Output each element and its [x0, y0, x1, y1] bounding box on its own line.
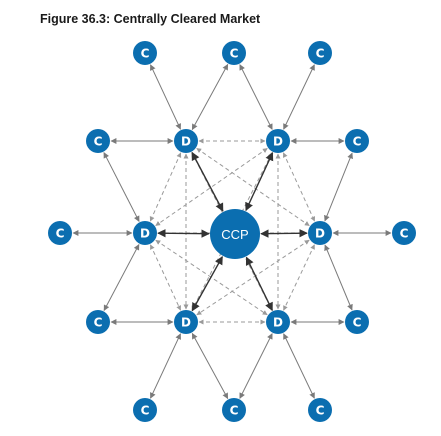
ccp-node-label: CCP: [221, 227, 248, 242]
dealer-node-d6-circle: [266, 310, 290, 334]
client-link-c1-d1: [150, 64, 181, 130]
ccp-link-d2: [245, 152, 274, 212]
client-link-c11-d6: [239, 333, 273, 399]
client-node-c10-label: C: [141, 404, 150, 418]
dealer-link-d1-d3: [149, 152, 182, 222]
dealer-link-d4-d5: [196, 239, 310, 316]
client-link-c11-d5: [191, 332, 229, 400]
ccp-link-d6: [245, 256, 273, 312]
dealer-link-d3-d6: [155, 239, 268, 316]
dealer-node-d1: D: [174, 129, 198, 153]
client-node-c11-circle: [222, 398, 246, 422]
dealer-node-d4: D: [308, 221, 332, 245]
dealer-node-d4-circle: [308, 221, 332, 245]
client-node-c11: C: [222, 398, 246, 422]
edges-layer: [72, 63, 392, 400]
client-link-c10-d5: [150, 333, 181, 399]
dealer-node-d6-label: D: [273, 316, 283, 330]
client-link-c3-d2: [283, 64, 315, 130]
client-link-c4-d3: [103, 152, 140, 222]
client-node-c2-label: C: [230, 47, 239, 61]
client-node-c2-circle: [222, 41, 246, 65]
client-node-c7-label: C: [400, 227, 409, 241]
client-node-c4-circle: [86, 129, 110, 153]
dealer-node-d1-circle: [174, 129, 198, 153]
client-node-c5-circle: [345, 129, 369, 153]
client-node-c3: C: [308, 41, 332, 65]
dealer-node-d6: D: [266, 310, 290, 334]
dealer-link-d1-d4: [196, 147, 310, 227]
client-node-c11-label: C: [230, 404, 239, 418]
client-link-c9-d4: [324, 244, 353, 311]
dealer-link-d3-d5: [149, 244, 182, 311]
dealer-link-d2-d3: [155, 147, 268, 227]
client-node-c2: C: [222, 41, 246, 65]
client-link-c12-d6: [283, 333, 315, 399]
dealer-node-d5-label: D: [181, 316, 191, 330]
client-node-c6-label: C: [56, 227, 65, 241]
client-node-c5: C: [345, 129, 369, 153]
ccp-link-d4: [260, 229, 308, 238]
client-node-c12-circle: [308, 398, 332, 422]
client-node-c9-circle: [345, 310, 369, 334]
client-link-c8-d3: [103, 243, 140, 312]
client-link-c5-d4: [324, 152, 353, 222]
client-node-c6: C: [48, 221, 72, 245]
dealer-link-d4-d6: [283, 244, 315, 311]
client-node-c9: C: [345, 310, 369, 334]
ccp-node: CCP: [210, 209, 260, 259]
ccp-link-d1: [191, 151, 224, 212]
client-node-c4: C: [86, 129, 110, 153]
dealer-node-d3-circle: [133, 221, 157, 245]
client-link-c2-d2: [239, 64, 273, 130]
client-node-c4-label: C: [94, 135, 103, 149]
client-link-c2-d1: [191, 63, 229, 131]
dealer-node-d1-label: D: [181, 135, 191, 149]
client-node-c7-circle: [392, 221, 416, 245]
dealer-node-d5: D: [174, 310, 198, 334]
client-node-c8: C: [86, 310, 110, 334]
dealer-node-d2-label: D: [273, 135, 283, 149]
dealer-node-d5-circle: [174, 310, 198, 334]
ccp-node-circle: [210, 209, 260, 259]
client-node-c6-circle: [48, 221, 72, 245]
dealer-node-d2-circle: [266, 129, 290, 153]
ccp-link-d5: [191, 255, 223, 312]
client-node-c1-label: C: [141, 47, 150, 61]
client-node-c10-circle: [133, 398, 157, 422]
nodes-layer: C C C C C C C C C C C C D D D D D D CCP: [48, 41, 416, 422]
client-node-c5-label: C: [353, 135, 362, 149]
client-node-c3-circle: [308, 41, 332, 65]
dealer-link-d2-d4: [282, 152, 316, 222]
dealer-node-d4-label: D: [315, 227, 325, 241]
dealer-node-d3: D: [133, 221, 157, 245]
client-node-c12-label: C: [316, 404, 325, 418]
client-node-c9-label: C: [353, 316, 362, 330]
dealer-node-d2: D: [266, 129, 290, 153]
figure-title: Figure 36.3: Centrally Cleared Market: [40, 12, 261, 26]
client-node-c7: C: [392, 221, 416, 245]
client-node-c3-label: C: [316, 47, 325, 61]
dealer-node-d3-label: D: [140, 227, 150, 241]
ccp-link-d3: [157, 229, 210, 238]
client-node-c1-circle: [133, 41, 157, 65]
client-node-c12: C: [308, 398, 332, 422]
client-node-c8-circle: [86, 310, 110, 334]
client-node-c8-label: C: [94, 316, 103, 330]
client-node-c1: C: [133, 41, 157, 65]
client-node-c10: C: [133, 398, 157, 422]
